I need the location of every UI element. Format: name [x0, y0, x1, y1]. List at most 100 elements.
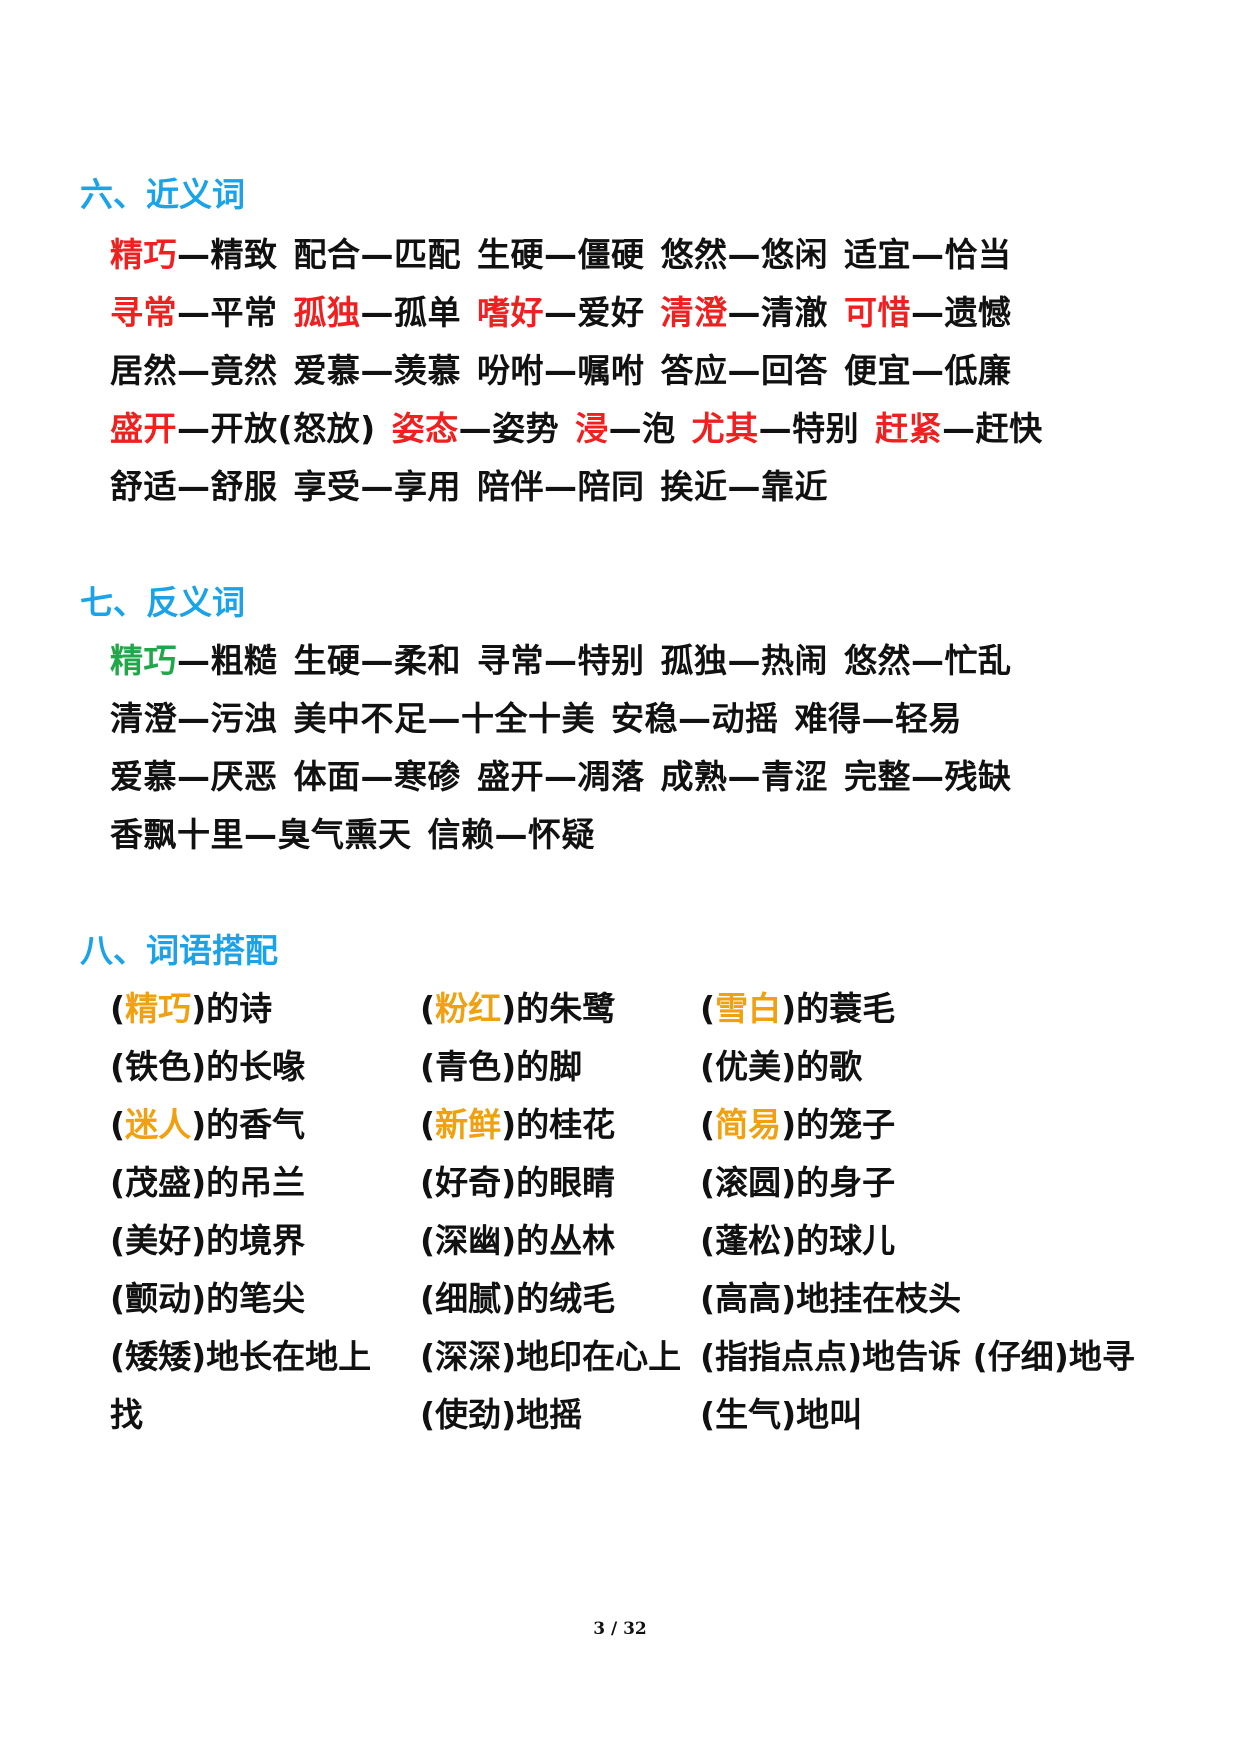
- headword: 安稳: [611, 699, 678, 738]
- headword: 居然: [110, 351, 177, 390]
- modifier-word: 精巧: [125, 989, 192, 1028]
- related-word: —残缺: [911, 757, 1012, 796]
- headword: 清澄: [660, 293, 728, 332]
- related-word: —陪同: [544, 467, 645, 506]
- word-pair: 安稳—动摇: [611, 699, 779, 738]
- collocation-rest: )的笔尖: [191, 1279, 306, 1318]
- modifier-word: 矮矮: [125, 1337, 192, 1376]
- collocation-item: (粉红)的朱鹭: [420, 982, 615, 1030]
- headword: 便宜: [844, 351, 911, 390]
- collocation-item: (铁色)的长喙: [110, 1040, 305, 1088]
- modifier-word: 雪白: [715, 989, 782, 1028]
- word-pair: 配合—匹配: [294, 235, 462, 274]
- related-word: —轻易: [861, 699, 962, 738]
- word-pair: 精巧—粗糙: [110, 641, 278, 680]
- word-pair: 成熟—青涩: [661, 757, 829, 796]
- related-word: —竟然: [177, 351, 278, 390]
- collocation-rest: )地印在心上: [501, 1337, 682, 1376]
- word-pair: 悠然—悠闲: [661, 235, 829, 274]
- headword: 爱慕: [293, 351, 361, 390]
- open-paren: (: [420, 1105, 436, 1144]
- modifier-word: 迷人: [125, 1105, 192, 1144]
- related-word: —特别: [544, 641, 645, 680]
- word-pair: 居然—竟然: [110, 351, 278, 390]
- modifier-word: 深幽: [435, 1221, 502, 1260]
- open-paren: (: [700, 1105, 716, 1144]
- collocation-item: (深深)地印在心上: [420, 1330, 681, 1378]
- word-pair-row: 爱慕—厌恶体面—寒碜盛开—凋落成熟—青涩完整—残缺: [110, 750, 1028, 798]
- headword: 尤其: [691, 409, 759, 448]
- headword: 悠然: [844, 641, 911, 680]
- collocation-rest: )的脚: [501, 1047, 583, 1086]
- word-pair: 寻常—特别: [477, 641, 645, 680]
- collocation-rest: )的境界: [191, 1221, 306, 1260]
- related-word: —遗憾: [911, 293, 1012, 332]
- collocation-item: 找: [110, 1388, 143, 1436]
- word-pair: 难得—轻易: [795, 699, 963, 738]
- word-pair: 寻常—平常: [110, 293, 278, 332]
- word-pair: 爱慕—厌恶: [110, 757, 278, 796]
- word-pair: 姿态—姿势: [392, 409, 560, 448]
- collocation-rest: )的桂花: [501, 1105, 616, 1144]
- collocation-rest: )的蓑毛: [781, 989, 896, 1028]
- open-paren: (: [420, 1279, 436, 1318]
- related-word: —羡慕: [360, 351, 461, 390]
- word-pair: 美中不足—十全十美: [294, 699, 596, 738]
- headword: 美中不足: [293, 699, 428, 738]
- related-word: —臭气熏天: [244, 815, 412, 854]
- word-pair: 吩咐—嘱咐: [477, 351, 645, 390]
- related-word: —柔和: [360, 641, 461, 680]
- related-word: —嘱咐: [544, 351, 645, 390]
- related-word: —平常: [177, 293, 278, 332]
- word-pair: 嗜好—爱好: [477, 293, 645, 332]
- headword: 信赖: [427, 815, 495, 854]
- open-paren: (: [110, 1047, 126, 1086]
- open-paren: (: [700, 1337, 716, 1376]
- word-pair-row: 精巧—精致配合—匹配生硬—僵硬悠然—悠闲适宜—恰当: [110, 228, 1028, 276]
- section-title: 七、反义词: [80, 583, 245, 622]
- collocation-rest: )的身子: [781, 1163, 896, 1202]
- related-word: —姿势: [458, 409, 560, 448]
- collocation-rest: )地叫: [781, 1395, 863, 1434]
- open-paren: (: [420, 989, 436, 1028]
- related-word: —开放(怒放): [177, 409, 376, 448]
- headword: 可惜: [844, 293, 911, 332]
- headword: 寻常: [477, 641, 544, 680]
- collocation-item: (精巧)的诗: [110, 982, 272, 1030]
- related-word: —忙乱: [911, 641, 1012, 680]
- collocation-rest: )的歌: [781, 1047, 863, 1086]
- modifier-word: 粉红: [435, 989, 502, 1028]
- word-pair: 精巧—精致: [110, 235, 278, 274]
- word-pair-row: 居然—竟然爱慕—羡慕吩咐—嘱咐答应—回答便宜—低廉: [110, 344, 1028, 392]
- headword: 享受: [293, 467, 361, 506]
- modifier-word: 深深: [435, 1337, 502, 1376]
- open-paren: (: [700, 1221, 716, 1260]
- related-word: —匹配: [360, 235, 461, 274]
- collocation-item: (颤动)的笔尖: [110, 1272, 305, 1320]
- word-pair: 舒适—舒服: [110, 467, 278, 506]
- related-word: —回答: [727, 351, 828, 390]
- collocation-rest: )地告诉 (仔细)地寻: [847, 1337, 1135, 1376]
- word-pair: 答应—回答: [661, 351, 829, 390]
- word-pair: 信赖—怀疑: [428, 815, 596, 854]
- headword: 体面: [293, 757, 361, 796]
- open-paren: (: [700, 989, 716, 1028]
- modifier-word: 细腻: [435, 1279, 502, 1318]
- collocation-rest: )地挂在枝头: [781, 1279, 962, 1318]
- collocation-rest: )的眼睛: [501, 1163, 616, 1202]
- headword: 陪伴: [477, 467, 544, 506]
- collocation-rest: )的朱鹭: [501, 989, 616, 1028]
- collocation-rest: )的绒毛: [501, 1279, 616, 1318]
- collocation-item: (矮矮)地长在地上: [110, 1330, 371, 1378]
- headword: 清澄: [110, 699, 177, 738]
- collocation-rest: )地长在地上: [191, 1337, 372, 1376]
- word-pair: 享受—享用: [294, 467, 462, 506]
- modifier-word: 青色: [435, 1047, 502, 1086]
- modifier-word: 生气: [715, 1395, 782, 1434]
- headword: 生硬: [293, 641, 361, 680]
- related-word: —怀疑: [494, 815, 595, 854]
- modifier-word: 简易: [715, 1105, 782, 1144]
- related-word: —舒服: [177, 467, 278, 506]
- collocation-item: (茂盛)的吊兰: [110, 1156, 305, 1204]
- open-paren: (: [420, 1221, 436, 1260]
